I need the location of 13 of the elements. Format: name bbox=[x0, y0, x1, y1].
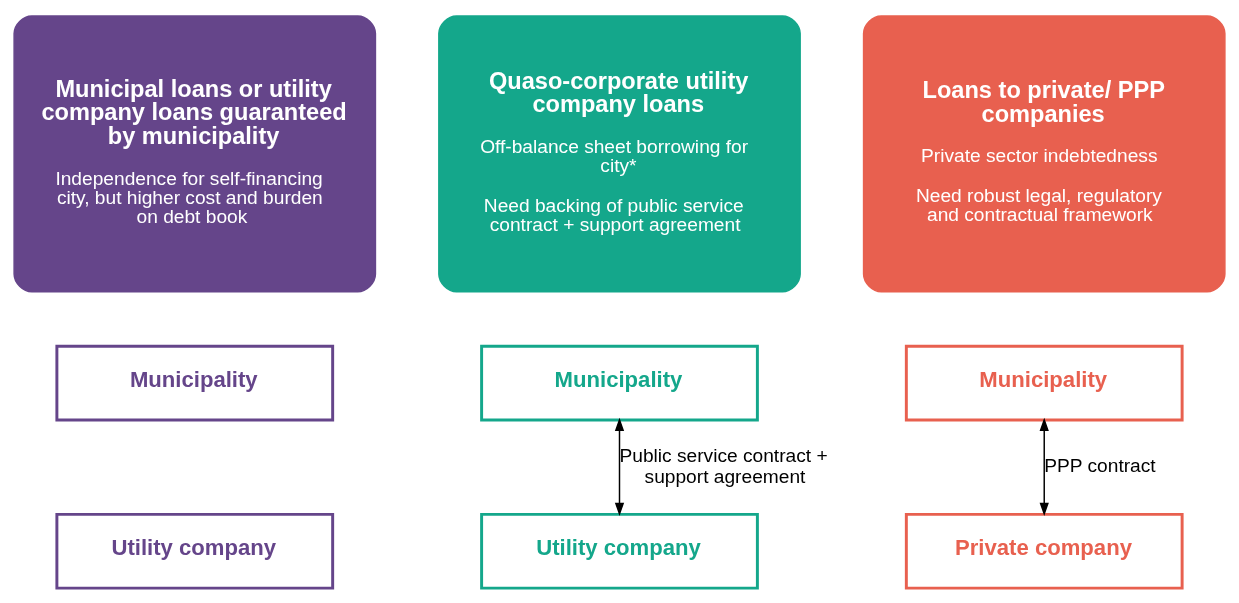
node-box: Municipality bbox=[55, 344, 335, 421]
arrow bbox=[614, 417, 625, 516]
node-box: Loans to private/ PPP companies Private sector indebtedness Need robust legal, regulatory and contractual framework bbox=[862, 14, 1226, 292]
arrow bbox=[1039, 417, 1049, 516]
edge-label: Public service contract + support agreement bbox=[619, 444, 828, 487]
node-box: Municipal loans or utility company loans guaranteed by municipality Independence for self-financing city, but higher cost and burden on debt book bbox=[13, 14, 377, 292]
node-box: Private company bbox=[904, 512, 1184, 590]
node-box: Municipality bbox=[480, 344, 759, 421]
edge-label: PPP contract bbox=[1044, 454, 1156, 476]
node-box: Quaso-corporate utility company loans Off-balance sheet borrowing for city* Need backing of public service contract + support agreement bbox=[438, 14, 801, 292]
node-box: Utility company bbox=[480, 512, 759, 590]
node-box: Utility company bbox=[55, 512, 335, 590]
node-box: Municipality bbox=[904, 344, 1184, 421]
